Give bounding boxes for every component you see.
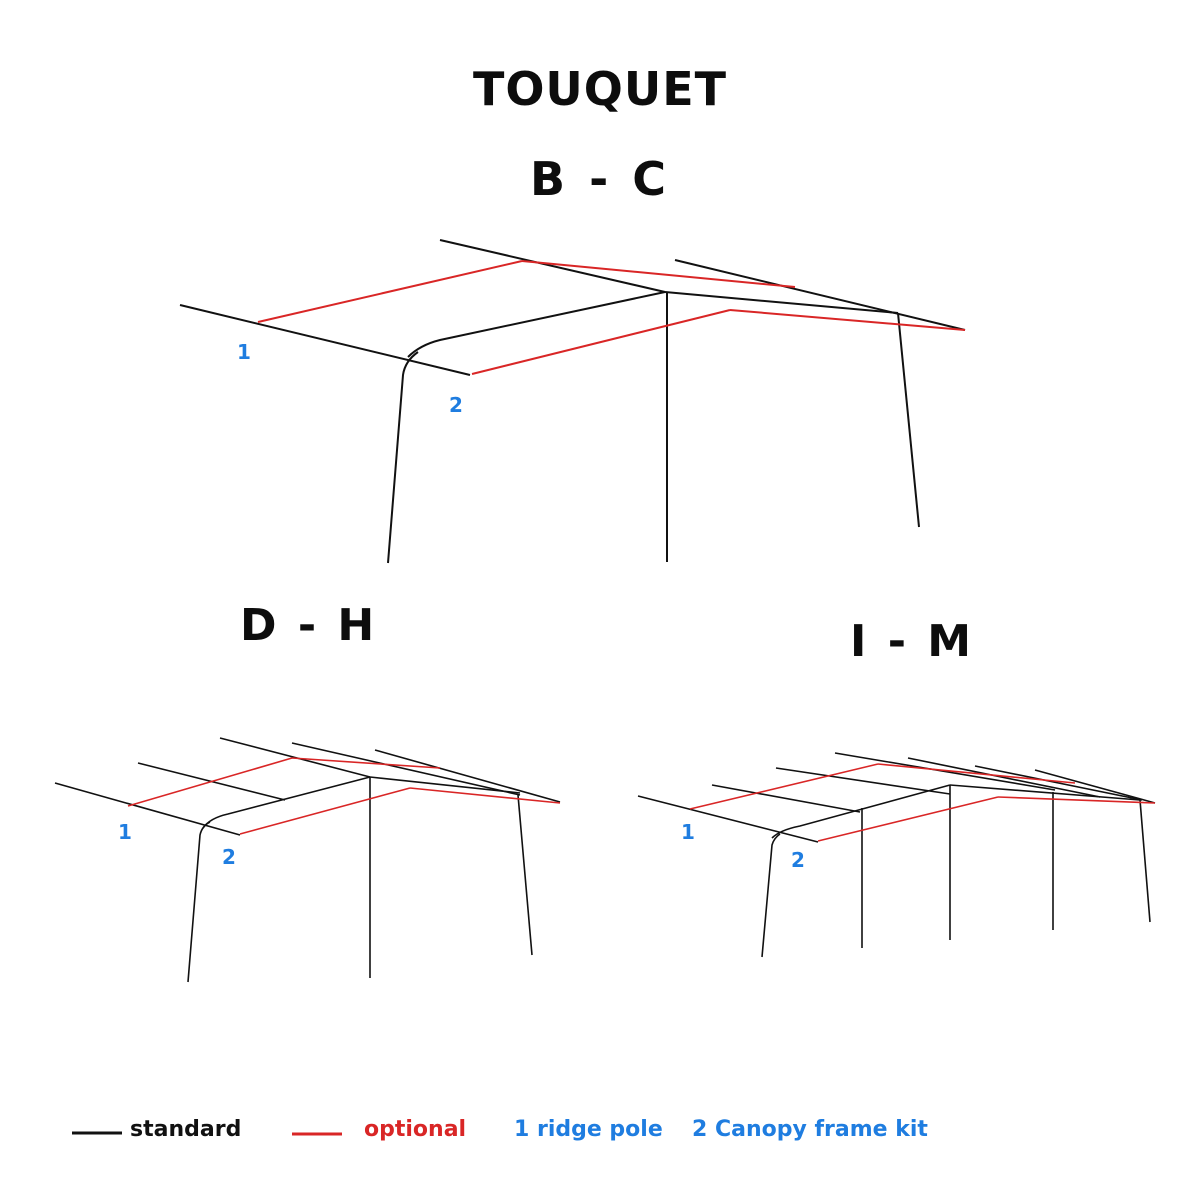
legend-ridge-pole-label: 1 ridge pole xyxy=(514,1117,663,1142)
standard-poles xyxy=(637,752,1156,958)
diagram-i-m xyxy=(637,752,1156,958)
standard-poles xyxy=(54,737,561,983)
standard-poles xyxy=(179,239,966,564)
diagram-title-b-c: B - C xyxy=(530,152,670,206)
canopy-number-b-c: 2 xyxy=(449,393,463,417)
canopy-number-d-h: 2 xyxy=(222,845,236,869)
ridge-number-b-c: 1 xyxy=(237,340,251,364)
ridge-number-d-h: 1 xyxy=(118,820,132,844)
legend-optional-label: optional xyxy=(364,1117,467,1142)
diagram-title-i-m: I - M xyxy=(850,616,975,667)
optional-poles xyxy=(689,763,1156,842)
diagram-d-h xyxy=(54,737,561,983)
legend-standard-label: standard xyxy=(130,1117,242,1142)
ridge-number-i-m: 1 xyxy=(681,820,695,844)
legend-canopy-kit-label: 2 Canopy frame kit xyxy=(692,1117,928,1142)
diagram-title-d-h: D - H xyxy=(240,600,378,651)
page-title: TOUQUET xyxy=(472,62,728,116)
optional-poles xyxy=(257,260,966,375)
canopy-number-i-m: 2 xyxy=(791,848,805,872)
optional-poles xyxy=(127,757,561,835)
diagram-b-c xyxy=(179,239,966,564)
